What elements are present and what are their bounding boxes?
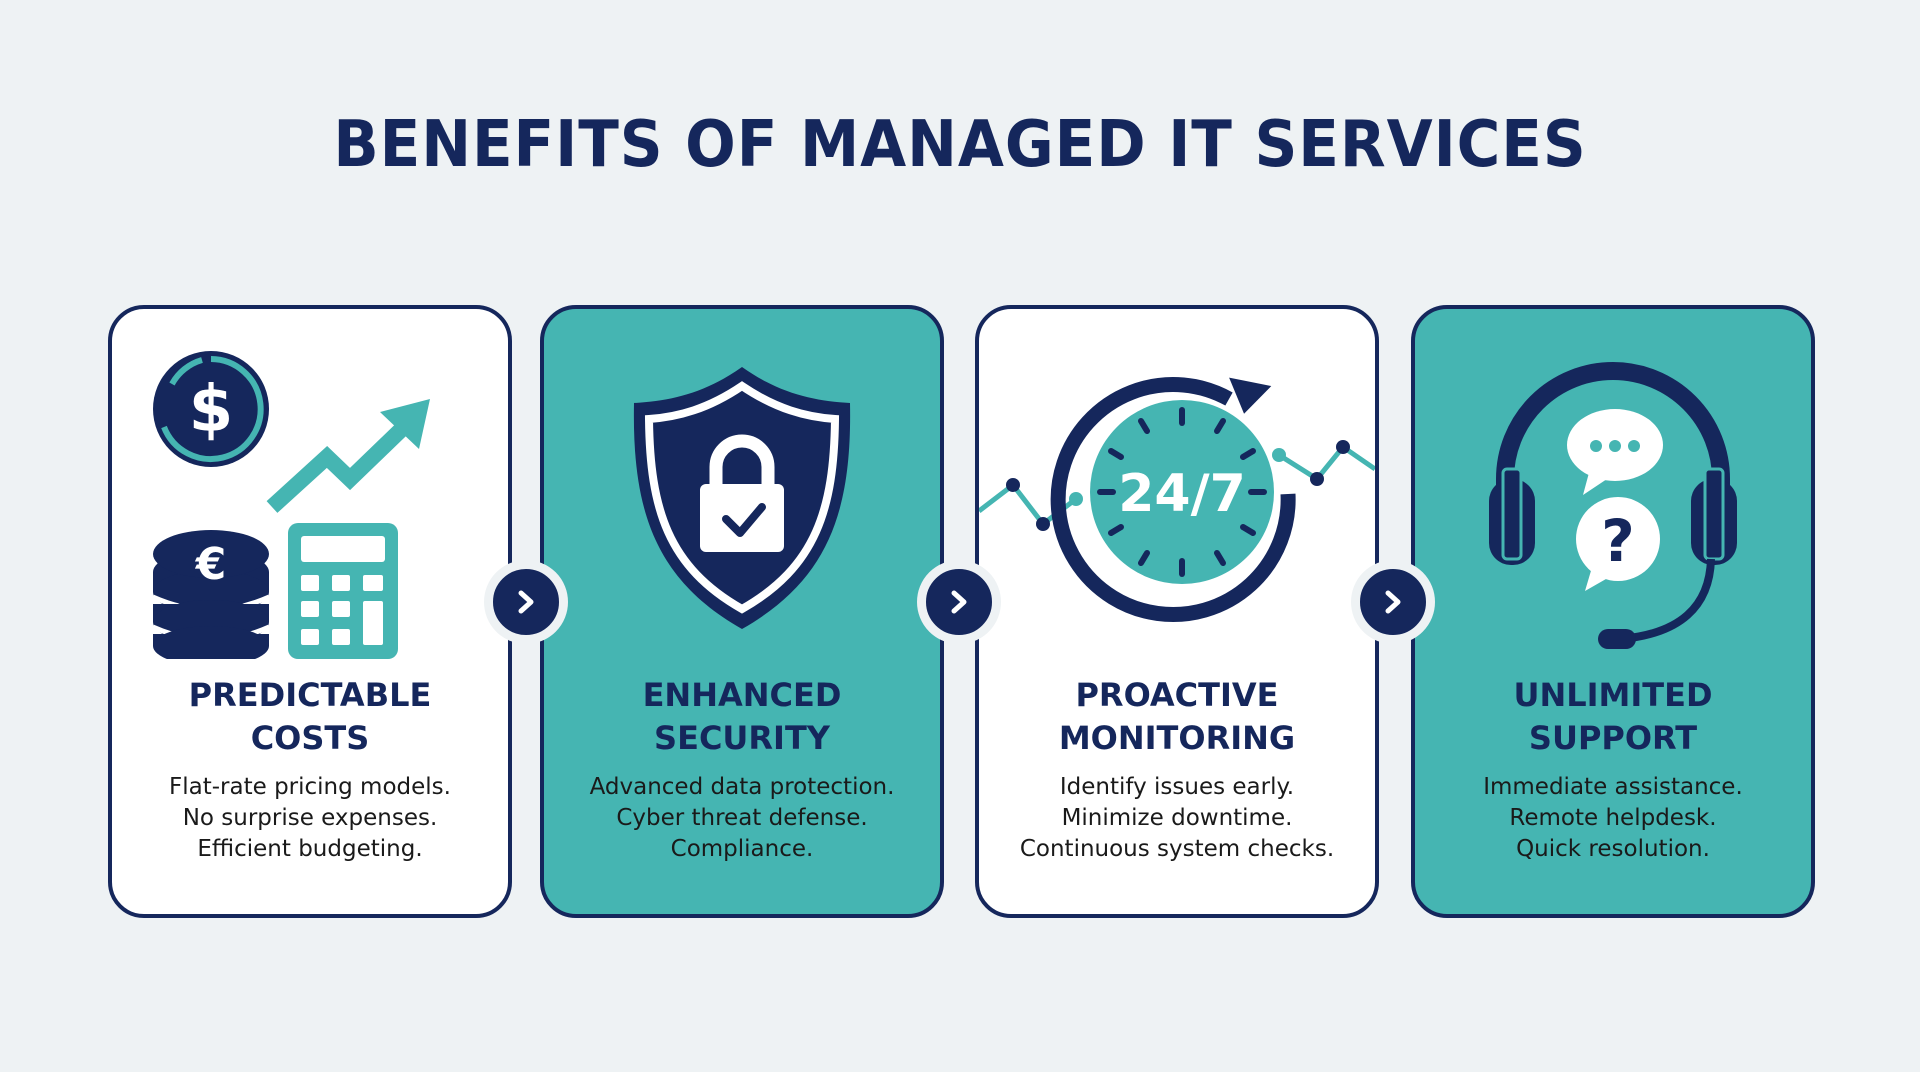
chevron-right-icon <box>951 590 967 614</box>
card-predictable-costs: $ € <box>108 305 512 918</box>
card-description: Immediate assistance. Remote helpdesk. Q… <box>1483 774 1743 862</box>
page-title: BENEFITS OF MANAGED IT SERVICES <box>333 108 1587 182</box>
connector-3 <box>1351 560 1435 644</box>
card-description: Advanced data protection. Cyber threat d… <box>589 774 895 862</box>
svg-text:24/7: 24/7 <box>1118 464 1246 524</box>
shield-lock-check-icon <box>544 339 940 659</box>
card-description: Flat-rate pricing models. No surprise ex… <box>169 774 451 862</box>
clock-24-7-icon: 24/7 <box>979 339 1375 659</box>
card-heading: UNLIMITED SUPPORT <box>1513 676 1713 757</box>
card-heading: ENHANCED SECURITY <box>642 676 842 757</box>
card-unlimited-support: ? UNLIMITED SUPPORT Immediate assistance… <box>1411 305 1815 918</box>
coins-calculator-growth-icon: $ € <box>112 339 508 659</box>
card-heading: PROACTIVE MONITORING <box>1058 676 1296 757</box>
card-proactive-monitoring: 24/7 PROACTIVE MONITORING Identify issue… <box>975 305 1379 918</box>
svg-text:€: € <box>195 539 227 590</box>
card-description: Identify issues early. Minimize downtime… <box>1019 774 1335 862</box>
headset-chat-icon: ? <box>1415 339 1811 659</box>
chevron-right-icon <box>1385 590 1401 614</box>
chevron-right-icon <box>518 590 534 614</box>
connector-1 <box>484 560 568 644</box>
card-heading: PREDICTABLE COSTS <box>188 676 432 757</box>
connector-2 <box>917 560 1001 644</box>
svg-text:$: $ <box>189 373 234 447</box>
svg-text:?: ? <box>1601 507 1635 575</box>
card-enhanced-security: ENHANCED SECURITY Advanced data protecti… <box>540 305 944 918</box>
